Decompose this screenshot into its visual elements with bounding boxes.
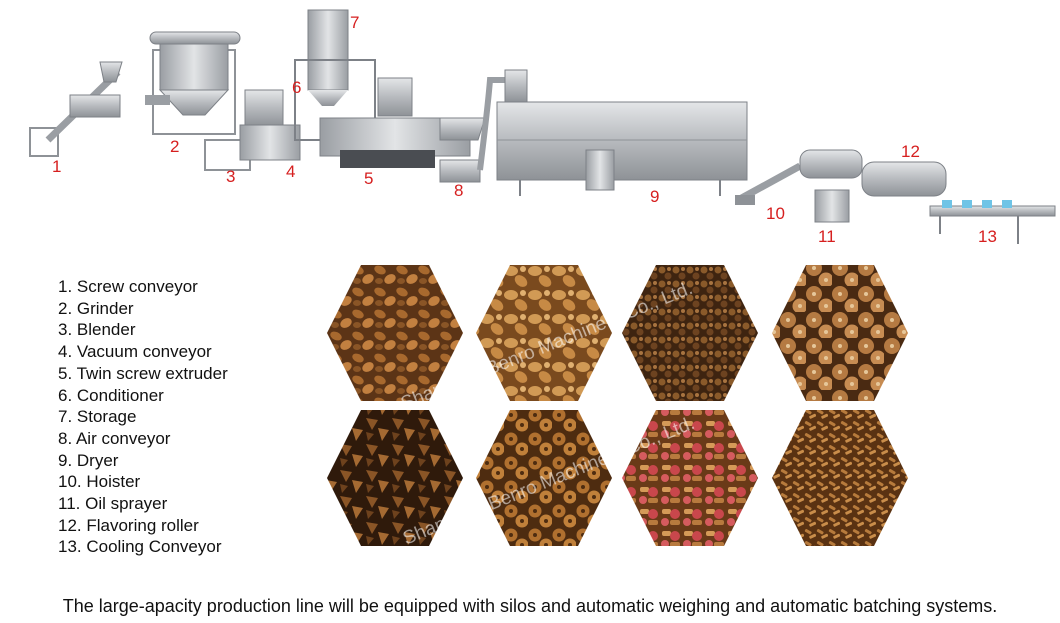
kibble-photo-2 bbox=[476, 265, 612, 401]
label-13: 13 bbox=[978, 227, 997, 246]
kibble-photo-5 bbox=[327, 410, 463, 546]
label-1: 1 bbox=[52, 157, 61, 176]
label-10: 10 bbox=[766, 204, 785, 223]
legend-item: 12. Flavoring roller bbox=[58, 515, 199, 535]
legend-item: 5. Twin screw extruder bbox=[58, 363, 228, 383]
label-4: 4 bbox=[286, 162, 295, 181]
legend-item: 4. Vacuum conveyor bbox=[58, 342, 212, 362]
grinder-machine bbox=[145, 31, 241, 135]
legend-item: 10. Hoister bbox=[58, 472, 141, 492]
equipment-legend: 1. Screw conveyor 2. Grinder 3. Blender … bbox=[58, 276, 228, 558]
legend-item: 2. Grinder bbox=[58, 298, 134, 318]
legend-item: 9. Dryer bbox=[58, 450, 119, 470]
legend-item: 6. Conditioner bbox=[58, 385, 164, 405]
label-11: 11 bbox=[818, 227, 836, 246]
legend-item: 3. Blender bbox=[58, 320, 136, 340]
legend-item: 11. Oil sprayer bbox=[58, 494, 168, 514]
dryer-machine bbox=[496, 101, 748, 196]
twin-screw-extruder-machine bbox=[294, 9, 486, 168]
kibble-photo-4 bbox=[772, 265, 908, 401]
label-5: 5 bbox=[364, 169, 373, 188]
legend-item: 8. Air conveyor bbox=[58, 428, 171, 448]
product-samples-grid bbox=[327, 265, 908, 546]
label-12: 12 bbox=[901, 142, 920, 161]
kibble-photo-6 bbox=[476, 410, 612, 546]
screw-conveyor-machine bbox=[29, 61, 123, 157]
legend-item: 1. Screw conveyor bbox=[58, 277, 198, 296]
label-7: 7 bbox=[350, 13, 359, 32]
flavoring-roller-machine bbox=[799, 149, 947, 223]
cooling-conveyor-machine bbox=[929, 200, 1056, 244]
kibble-photo-3 bbox=[622, 265, 758, 401]
footer-caption: The large-apacity production line will b… bbox=[62, 596, 998, 616]
legend-item: 13. Cooling Conveyor bbox=[58, 537, 222, 557]
label-9: 9 bbox=[650, 187, 659, 206]
label-8: 8 bbox=[454, 181, 463, 200]
label-2: 2 bbox=[170, 137, 179, 156]
label-3: 3 bbox=[226, 167, 235, 186]
kibble-photo-8 bbox=[772, 410, 908, 546]
label-6: 6 bbox=[292, 78, 301, 97]
production-line-illustration: 1 2 3 4 5 6 7 8 9 10 11 12 13 bbox=[29, 9, 1056, 246]
kibble-photo-1 bbox=[327, 265, 463, 401]
hoister-machine bbox=[735, 162, 802, 205]
kibble-photo-7 bbox=[622, 410, 758, 546]
legend-item: 7. Storage bbox=[58, 407, 137, 427]
air-conveyor-machine bbox=[439, 69, 528, 183]
blender-machine bbox=[204, 89, 301, 171]
